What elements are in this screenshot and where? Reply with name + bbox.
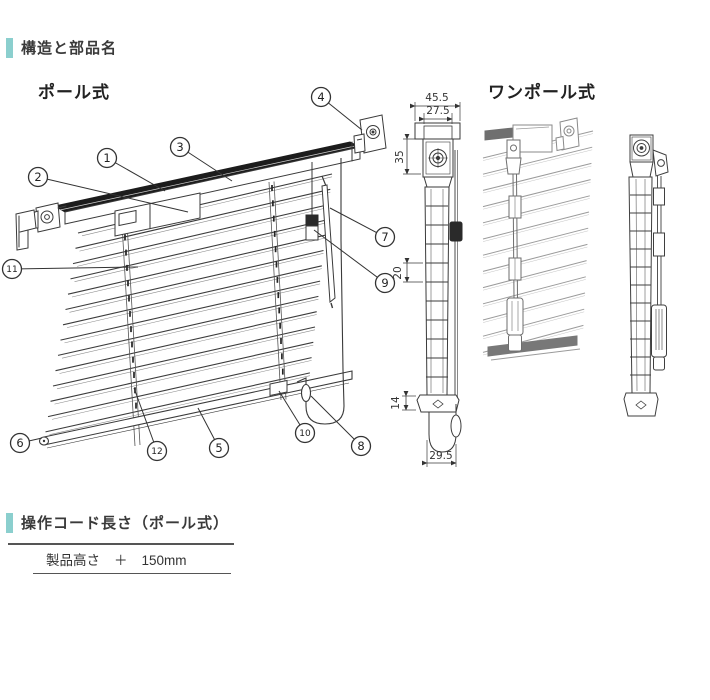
- one-pole-wand-front-view: [623, 134, 669, 417]
- section-header: 構造と部品名: [6, 37, 117, 58]
- pole-type-blind-drawing: [15, 141, 362, 251]
- callout-number-5: 5: [215, 441, 222, 455]
- callout-number-4: 4: [317, 90, 324, 104]
- one-pole-wand: [505, 139, 524, 352]
- headrail-front: [64, 146, 361, 225]
- rule-bottom: [33, 573, 231, 574]
- wall-bracket: [353, 114, 387, 154]
- pole-type-label: ポール式: [38, 83, 110, 102]
- callout-circle-2: [27, 166, 49, 188]
- accent-bar-2: [6, 512, 13, 533]
- callout-circle-5: [208, 437, 230, 459]
- dim-27-5: 27.5: [426, 105, 449, 117]
- callout-number-12: 12: [151, 447, 162, 457]
- cord-grip-top: [305, 214, 319, 227]
- callout-circle-10: [294, 422, 316, 444]
- callout-number-9: 9: [381, 276, 388, 290]
- left-bracket: [15, 209, 37, 251]
- callout-circle-1: [96, 147, 118, 169]
- operation-parts: [296, 158, 345, 425]
- cord-length-formula: 製品高さ ＋ 150mm: [46, 549, 187, 569]
- slats: [45, 173, 333, 447]
- page-title: 構造と部品名: [21, 40, 118, 57]
- callout-circle-11: [1, 258, 23, 280]
- side-cord-unit: [651, 149, 669, 371]
- cord-equalizer: [300, 383, 312, 403]
- one-pole-blind-drawing: [484, 117, 581, 361]
- callout-number-2: 2: [34, 170, 41, 184]
- cord-length-heading: 操作コード長さ（ポール式）: [21, 515, 230, 532]
- cord-length-section: 操作コード長さ（ポール式） 製品高さ ＋ 150mm: [0, 512, 260, 574]
- accent-bar: [6, 37, 13, 58]
- callout-number-6: 6: [16, 436, 23, 450]
- dim-35: 35: [394, 150, 406, 163]
- operation-cord-loop: [296, 158, 345, 425]
- dim-14: 14: [390, 396, 402, 410]
- operation-pole: [321, 175, 336, 309]
- callout-circle-7: [374, 226, 396, 248]
- dim-29-5: 29.5: [429, 450, 452, 462]
- side-cord-grip: [449, 221, 463, 242]
- callout-number-11: 11: [6, 265, 17, 275]
- rule-top: [8, 543, 234, 545]
- plus-sign: ＋: [114, 553, 128, 568]
- callout-number-8: 8: [357, 439, 364, 453]
- callout-number-7: 7: [381, 230, 388, 244]
- control-unit-box: [114, 192, 201, 237]
- dim-20: 20: [392, 266, 404, 279]
- one-pole-type-label: ワンポール式: [488, 83, 596, 102]
- callout-circle-8: [350, 435, 372, 457]
- callout-circle-4: [310, 86, 332, 108]
- product-height-label: 製品高さ: [46, 553, 100, 568]
- callout-circle-12: [146, 440, 168, 462]
- callout-number-10: 10: [299, 429, 311, 439]
- cord-grip: [305, 225, 319, 241]
- one-pole-bracket: [555, 117, 580, 152]
- callout-number-3: 3: [176, 140, 183, 154]
- callout-circle-9: [374, 272, 396, 294]
- length-value: 150mm: [141, 553, 187, 568]
- callout-circle-6: [9, 432, 31, 454]
- callout-number-1: 1: [103, 151, 110, 165]
- dim-45-5: 45.5: [425, 92, 448, 104]
- cord-exit-piece: [269, 379, 288, 397]
- callout-circle-3: [169, 136, 191, 158]
- dimension-drawing: [402, 102, 463, 467]
- one-pole-blind-slats: [482, 130, 594, 356]
